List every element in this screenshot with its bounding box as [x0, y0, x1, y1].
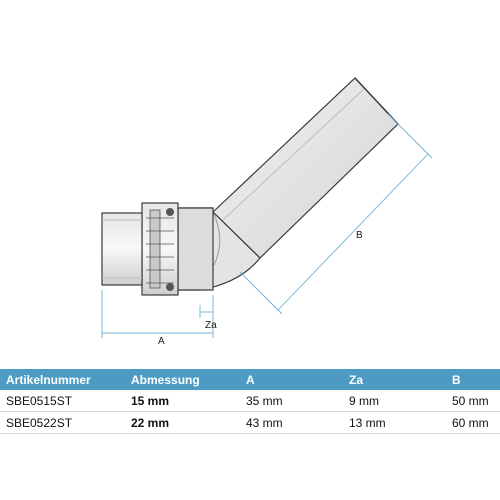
cell-za: 13 mm	[343, 411, 446, 434]
dimension-label-a: A	[158, 336, 165, 347]
cell-artikelnummer: SBE0522ST	[0, 411, 125, 434]
table-row: SBE0522ST 22 mm 43 mm 13 mm 60 mm	[0, 411, 500, 434]
angled-pipe	[212, 77, 399, 259]
o-ring-top	[166, 208, 174, 216]
cell-a: 43 mm	[240, 411, 343, 434]
header-abmessung: Abmessung	[125, 369, 240, 390]
fitting-drawing: A Za B	[101, 77, 433, 347]
dimension-label-za: Za	[205, 320, 217, 331]
push-fit-collar	[141, 202, 179, 296]
table-row: SBE0515ST 15 mm 35 mm 9 mm 50 mm	[0, 390, 500, 412]
cell-a: 35 mm	[240, 390, 343, 412]
header-za: Za	[343, 369, 446, 390]
o-ring-bottom	[166, 283, 174, 291]
header-b: B	[446, 369, 500, 390]
spec-table: Artikelnummer Abmessung A Za B SBE0515ST…	[0, 369, 500, 434]
cell-b: 60 mm	[446, 411, 500, 434]
dimension-lines	[101, 113, 433, 338]
cell-abmessung: 15 mm	[125, 390, 240, 412]
cell-b: 50 mm	[446, 390, 500, 412]
cell-za: 9 mm	[343, 390, 446, 412]
cell-abmessung: 22 mm	[125, 411, 240, 434]
header-artikelnummer: Artikelnummer	[0, 369, 125, 390]
table-header-row: Artikelnummer Abmessung A Za B	[0, 369, 500, 390]
dimension-label-b: B	[356, 230, 363, 241]
inserted-pipe	[101, 212, 143, 286]
header-a: A	[240, 369, 343, 390]
elbow-body	[177, 207, 261, 291]
elbow-hub	[177, 207, 214, 291]
cell-artikelnummer: SBE0515ST	[0, 390, 125, 412]
